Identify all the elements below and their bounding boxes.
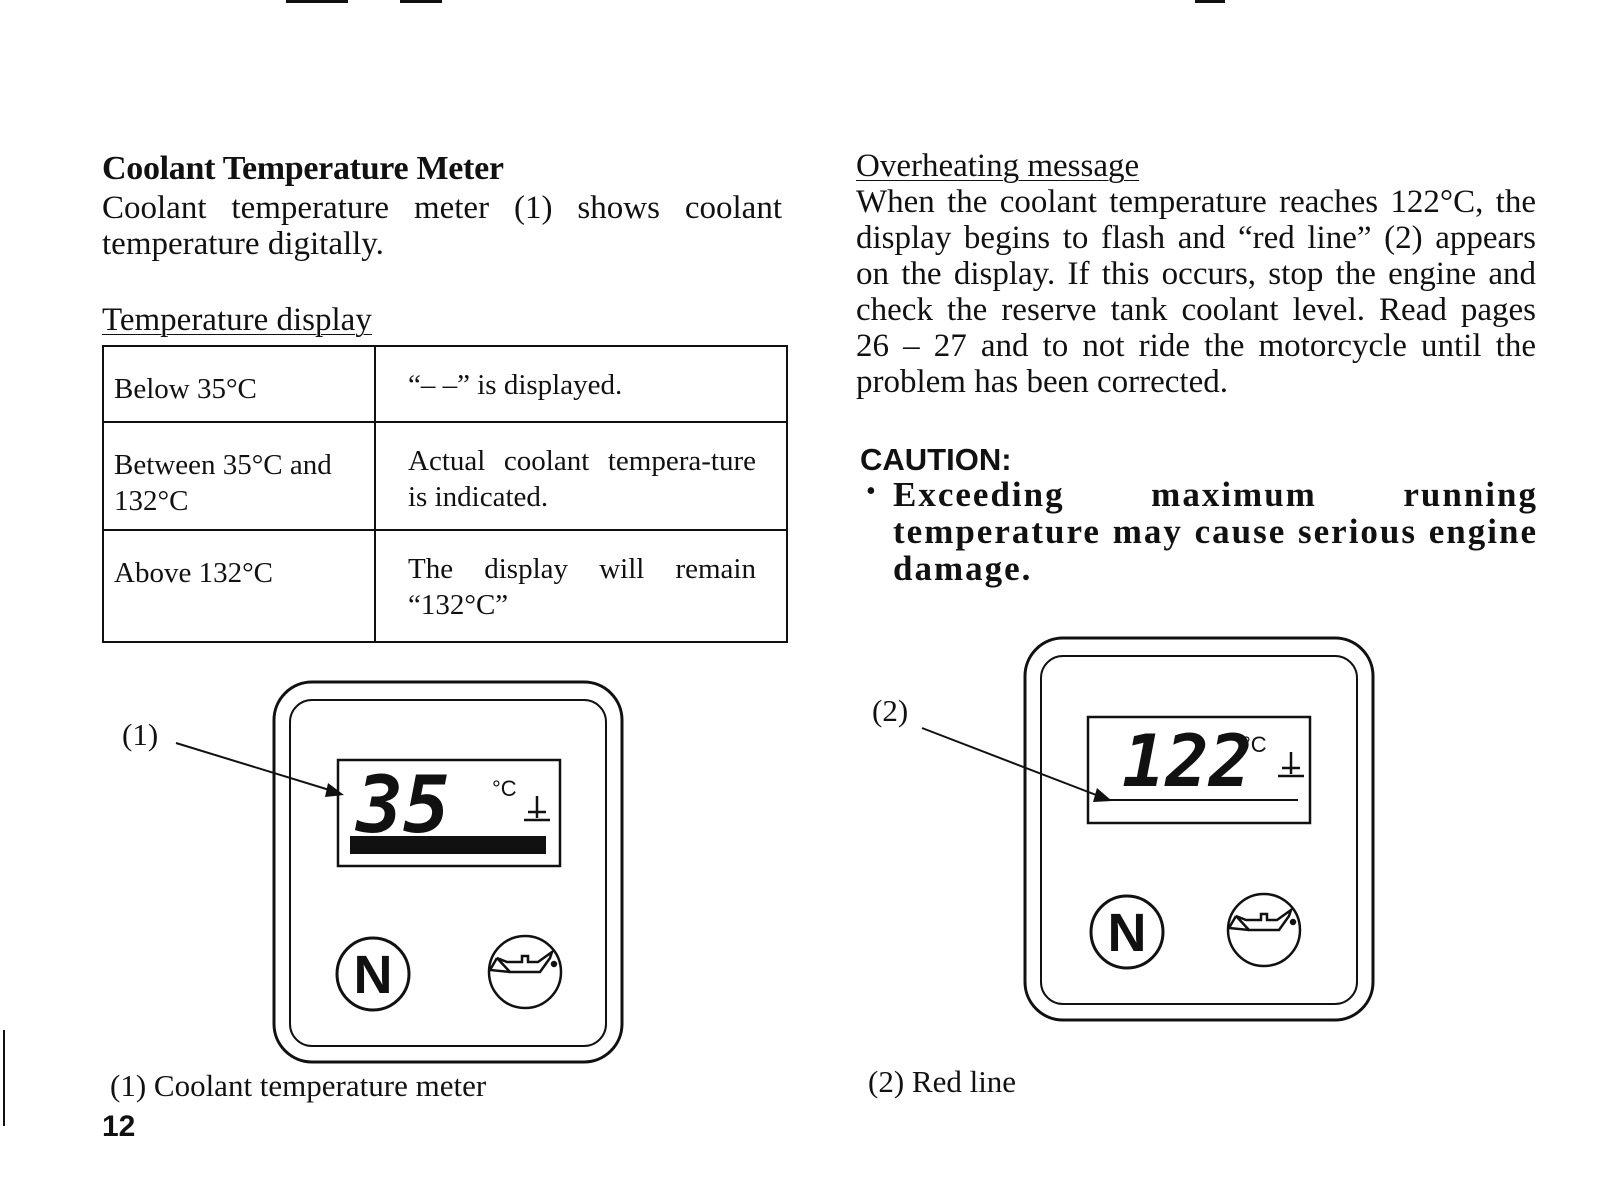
arrow-head bbox=[1093, 788, 1112, 802]
caution-bullet: • bbox=[866, 476, 876, 507]
intro-paragraph: Coolant temperature meter (1) shows cool… bbox=[102, 190, 782, 262]
table-heading: Temperature display bbox=[102, 302, 372, 338]
arrow-head bbox=[325, 783, 344, 797]
lcd-unit: °C bbox=[492, 776, 517, 801]
neutral-indicator-icon: N bbox=[1089, 894, 1165, 970]
overheating-paragraph: When the coolant temperature reaches 122… bbox=[856, 184, 1536, 400]
meter-bezel bbox=[289, 699, 607, 1047]
oil-pressure-icon bbox=[1226, 892, 1302, 968]
display-cell: Actual coolant tempera-ture is indicated… bbox=[374, 421, 788, 531]
coolant-temp-icon bbox=[1278, 752, 1304, 778]
lcd-window bbox=[1086, 715, 1312, 825]
callout-arrow bbox=[921, 727, 1105, 799]
margin-rule bbox=[3, 1030, 5, 1126]
condition-cell: Above 132°C bbox=[102, 529, 376, 643]
page-number: 12 bbox=[102, 1110, 136, 1143]
meter-housing bbox=[272, 680, 624, 1064]
figure-caption: (2) Red line bbox=[868, 1064, 1017, 1099]
condition-cell: Below 35°C bbox=[102, 345, 376, 423]
figure-caption: (1) Coolant temperature meter bbox=[110, 1068, 487, 1103]
display-cell: “– –” is displayed. bbox=[374, 345, 788, 423]
oil-pressure-icon bbox=[487, 934, 563, 1010]
caution-text: Exceeding maximum running temperature ma… bbox=[893, 475, 1538, 588]
callout-label: (1) bbox=[122, 717, 159, 752]
condition-cell: Between 35°C and 132°C bbox=[102, 421, 376, 531]
callout-arrow bbox=[175, 742, 337, 793]
meter-bezel bbox=[1040, 655, 1358, 1005]
meter-housing bbox=[1023, 636, 1375, 1022]
lcd-unit: °C bbox=[1242, 732, 1267, 757]
coolant-temp-icon bbox=[524, 796, 550, 822]
section-title: Coolant Temperature Meter bbox=[102, 150, 504, 187]
temperature-display-table: Below 35°C “– –” is displayed. Between 3… bbox=[102, 345, 788, 643]
top-rule bbox=[1195, 0, 1225, 3]
caution-label: CAUTION: bbox=[860, 442, 1012, 477]
svg-text:N: N bbox=[354, 945, 393, 1005]
top-rule bbox=[286, 0, 348, 3]
callout-label: (2) bbox=[872, 693, 909, 728]
lcd-reading: 122 bbox=[1122, 719, 1252, 803]
overheating-heading: Overheating message bbox=[856, 148, 1140, 184]
table-row: Below 35°C “– –” is displayed. bbox=[102, 345, 788, 423]
neutral-indicator-icon: N bbox=[335, 936, 411, 1012]
temperature-bar bbox=[350, 836, 546, 854]
table-row: Above 132°C The display will remain “132… bbox=[102, 529, 788, 643]
top-rule bbox=[400, 0, 442, 3]
svg-text:N: N bbox=[1108, 903, 1147, 963]
lcd-window bbox=[336, 758, 562, 868]
display-cell: The display will remain “132°C” bbox=[374, 529, 788, 643]
table-row: Between 35°C and 132°C Actual coolant te… bbox=[102, 421, 788, 531]
